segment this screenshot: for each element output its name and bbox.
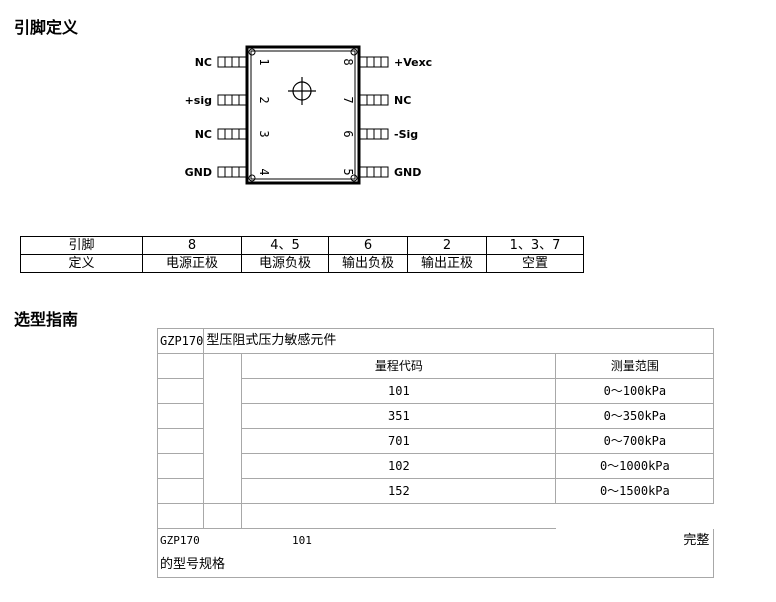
- column-header-range: 测量范围: [555, 353, 715, 379]
- pressure-port-icon: [288, 77, 316, 105]
- pin-number: 5: [341, 168, 355, 175]
- table-cell: [156, 378, 205, 404]
- table-row: 152 0～1500kPa: [156, 478, 715, 504]
- table-cell: [156, 428, 205, 454]
- table-cell: 8: [142, 236, 242, 255]
- pin-number: 8: [341, 58, 355, 65]
- pin-label: NC: [195, 56, 212, 69]
- pin-left-1: NC 1: [195, 56, 271, 69]
- pin-label: -Sig: [394, 128, 418, 141]
- section-title-selection-guide: 选型指南: [14, 310, 79, 329]
- pin-right-7: NC 7: [341, 94, 411, 107]
- table-row: [156, 503, 714, 529]
- table-cell: 1、3、7: [486, 236, 584, 255]
- table-cell: [156, 353, 205, 379]
- range-value: 0～1500kPa: [555, 478, 715, 504]
- table-cell: [156, 478, 205, 504]
- model-description: 型压阻式压力敏感元件: [203, 328, 715, 354]
- table-row: 量程代码 测量范围: [156, 353, 715, 504]
- pin-right-6: -Sig 6: [341, 128, 418, 141]
- example-model: GZP170: [160, 534, 200, 547]
- table-cell: [203, 353, 243, 504]
- pin-label: +sig: [185, 94, 212, 107]
- table-cell: 电源负极: [241, 254, 329, 273]
- pin-number: 3: [257, 130, 271, 137]
- pin-number: 1: [257, 58, 271, 65]
- table-cell: 4、5: [241, 236, 329, 255]
- table-cell: 定义: [20, 254, 143, 273]
- table-cell: 输出正极: [407, 254, 487, 273]
- table-row: 701 0～700kPa: [156, 428, 715, 454]
- table-cell: 2: [407, 236, 487, 255]
- section-title-pin-definition: 引脚定义: [14, 18, 79, 37]
- pin-label: GND: [394, 166, 421, 179]
- range-value: 0～100kPa: [555, 378, 715, 404]
- chip-body: [245, 45, 361, 185]
- range-code: 701: [241, 428, 557, 454]
- pin-number: 7: [341, 96, 355, 103]
- pin-number: 2: [257, 96, 271, 103]
- pin-label: GND: [185, 166, 212, 179]
- pin-number: 6: [341, 130, 355, 137]
- example-code: 101: [292, 534, 312, 547]
- table-cell: [156, 453, 205, 479]
- table-cell: 电源正极: [142, 254, 242, 273]
- range-code: 351: [241, 403, 557, 429]
- pin-right-8: +Vexc 8: [341, 56, 432, 69]
- pin-left-2: +sig 2: [185, 94, 271, 107]
- table-cell: 引脚: [20, 236, 143, 255]
- table-cell: 输出负极: [328, 254, 408, 273]
- pin-label: +Vexc: [394, 56, 432, 69]
- pin-left-4: GND 4: [185, 166, 271, 179]
- pin-label: NC: [195, 128, 212, 141]
- column-header-code: 量程代码: [241, 353, 557, 379]
- table-cell: 空置: [486, 254, 584, 273]
- pin-definition-table: 引脚 8 4、5 6 2 1、3、7 定义 电源正极 电源负极 输出负极 输出正…: [20, 236, 584, 273]
- range-value: 0～350kPa: [555, 403, 715, 429]
- table-row: 351 0～350kPa: [156, 403, 715, 429]
- table-cell: [203, 503, 243, 529]
- selection-guide-table: GZP170 型压阻式压力敏感元件 量程代码 测量范围 101 0～100kPa…: [156, 328, 715, 578]
- table-cell: 6: [328, 236, 408, 255]
- range-code: 152: [241, 478, 557, 504]
- table-row: 101 0～100kPa: [156, 378, 715, 404]
- pin-label: NC: [394, 94, 411, 107]
- pinout-diagram: NC 1 +sig 2 NC 3 GND 4 +Vexc 8 NC 7 -Sig…: [185, 45, 432, 185]
- caption-row: 的型号规格: [156, 553, 715, 578]
- table-row: 引脚 8 4、5 6 2 1、3、7: [20, 236, 584, 255]
- example-row: GZP170 101 完整: [156, 528, 715, 553]
- pin-right-5: GND 5: [341, 166, 421, 179]
- example-caption: 的型号规格: [156, 553, 715, 578]
- example-suffix: 完整: [683, 533, 710, 548]
- table-cell: [156, 503, 205, 529]
- model-cell: GZP170: [156, 328, 205, 354]
- table-cell: [241, 503, 557, 529]
- table-row: 定义 电源正极 电源负极 输出负极 输出正极 空置: [20, 254, 584, 273]
- table-row: GZP170 型压阻式压力敏感元件: [156, 328, 715, 354]
- range-value: 0～1000kPa: [555, 453, 715, 479]
- pin-left-3: NC 3: [195, 128, 271, 141]
- range-value: 0～700kPa: [555, 428, 715, 454]
- range-code: 101: [241, 378, 557, 404]
- table-row: 102 0～1000kPa: [156, 453, 715, 479]
- table-cell: [156, 403, 205, 429]
- range-code: 102: [241, 453, 557, 479]
- pin-number: 4: [257, 168, 271, 175]
